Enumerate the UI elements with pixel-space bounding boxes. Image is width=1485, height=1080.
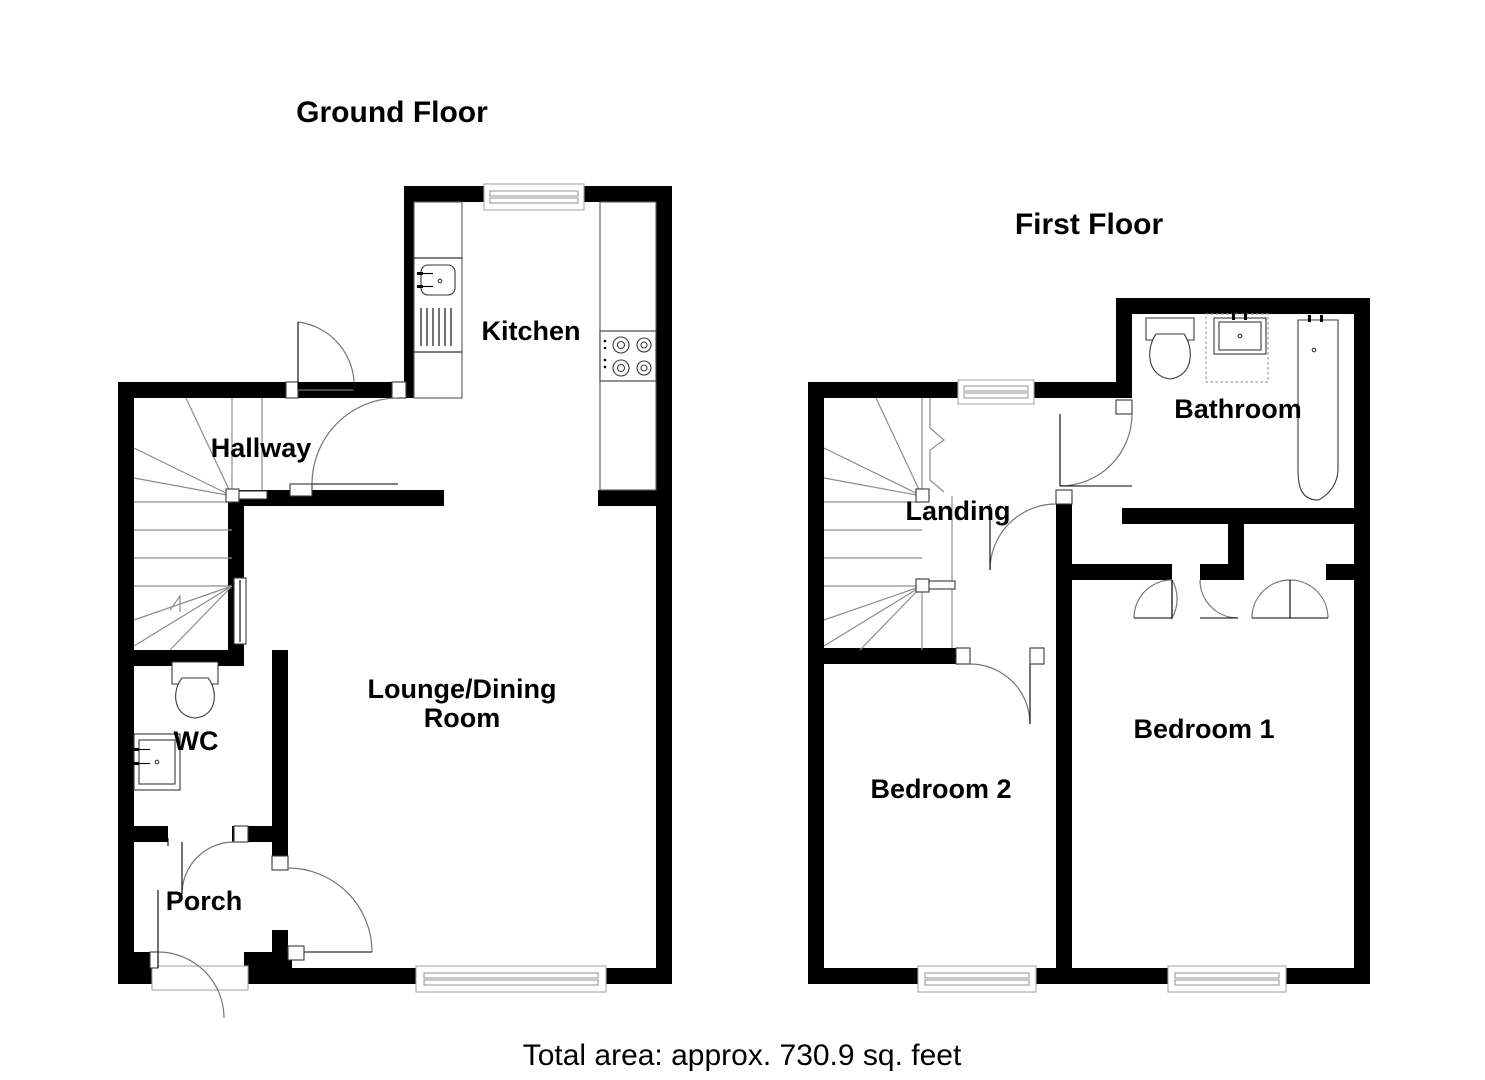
first-floor-walls [808, 298, 1370, 984]
wall-porch-south-left [118, 952, 154, 968]
room-label-wc: WC [174, 726, 219, 756]
first-floor-windows [917, 379, 1287, 993]
wc-basin [133, 733, 181, 791]
kitchen-hob [599, 330, 657, 382]
wall-wc-east [272, 650, 288, 842]
wall-wardrobe-divider [1228, 508, 1244, 580]
first-floor-title: First Floor [1015, 208, 1164, 241]
porch-threshold [151, 965, 249, 991]
wall-wardrobe-bottom-right [1326, 564, 1354, 580]
room-label-bedroom-1: Bedroom 1 [1133, 714, 1274, 744]
wall-landing-wardrobe [1056, 564, 1132, 580]
wall-landing-bedroom2 [808, 648, 968, 664]
bathroom-fittings [1145, 313, 1339, 501]
door-porch-lounge [271, 855, 373, 961]
room-label-bedroom-2: Bedroom 2 [870, 774, 1011, 804]
bathroom-basin-zone [1205, 313, 1269, 383]
room-label-landing: Landing [906, 496, 1011, 526]
ground-floor-windows [151, 183, 607, 993]
wardrobe-right-doors [1251, 579, 1329, 619]
first-floor-doors [955, 399, 1133, 725]
wall-landing-east-upper [1056, 490, 1072, 580]
total-area-caption: Total area: approx. 730.9 sq. feet [523, 1039, 962, 1072]
room-label-kitchen: Kitchen [481, 316, 580, 346]
window-bedroom2-south [917, 965, 1037, 993]
room-label-porch: Porch [166, 886, 243, 916]
built-in-wardrobes [1133, 579, 1329, 621]
door-hallway-kitchen [285, 321, 355, 399]
room-label-bathroom: Bathroom [1174, 394, 1302, 424]
wall-kitchen-right-return [598, 490, 658, 506]
wardrobe-left-doors [1133, 579, 1239, 621]
room-label-lounge-dining-line2: Room [424, 703, 501, 733]
ground-floor-title: Ground Floor [296, 96, 488, 129]
room-label-hallway: Hallway [211, 433, 312, 463]
bathroom-toilet-pan [1149, 333, 1191, 380]
first-floor-staircase [823, 397, 956, 651]
door-hallway-lounge [289, 381, 407, 497]
ground-floor-plan: Kitchen Hallway Lounge/Dining Room WC Po… [118, 183, 672, 1019]
wall-wc-south-left [118, 826, 168, 842]
window-landing-north [957, 379, 1035, 405]
wall-bedroom-divider [1056, 564, 1072, 968]
kitchen-fittings [413, 201, 657, 491]
wall-porch-south-right [244, 952, 292, 968]
understair-opening [233, 577, 247, 645]
wall-wardrobe-bottom-left [1122, 564, 1172, 580]
first-floor-plan: Bathroom Landing Bedroom 1 Bedroom 2 [808, 298, 1370, 993]
bathroom-bath [1297, 319, 1339, 501]
kitchen-base-unit-left [413, 201, 463, 399]
window-lounge-south [415, 965, 607, 993]
wall-porch-east-upper [272, 826, 288, 860]
ground-floor-doors [149, 321, 407, 1019]
wall-hallway-lounge [228, 490, 444, 506]
door-porch-entrance [149, 890, 225, 1019]
kitchen-drainer [420, 308, 452, 346]
room-label-lounge-dining-line1: Lounge/Dining [368, 674, 557, 704]
wc-fittings [133, 661, 219, 791]
door-bedroom1 [989, 489, 1073, 571]
window-kitchen-north [483, 183, 585, 211]
bathroom-basin [1213, 317, 1267, 355]
wc-pan [175, 677, 215, 719]
ground-outer-wall [118, 186, 672, 984]
door-bathroom [1059, 399, 1133, 487]
wall-wardrobe-bottom-mid [1200, 564, 1244, 580]
door-bedroom2 [955, 647, 1045, 725]
window-bedroom1-south [1167, 965, 1287, 993]
ground-staircase [133, 397, 268, 651]
door-wc [167, 825, 249, 895]
